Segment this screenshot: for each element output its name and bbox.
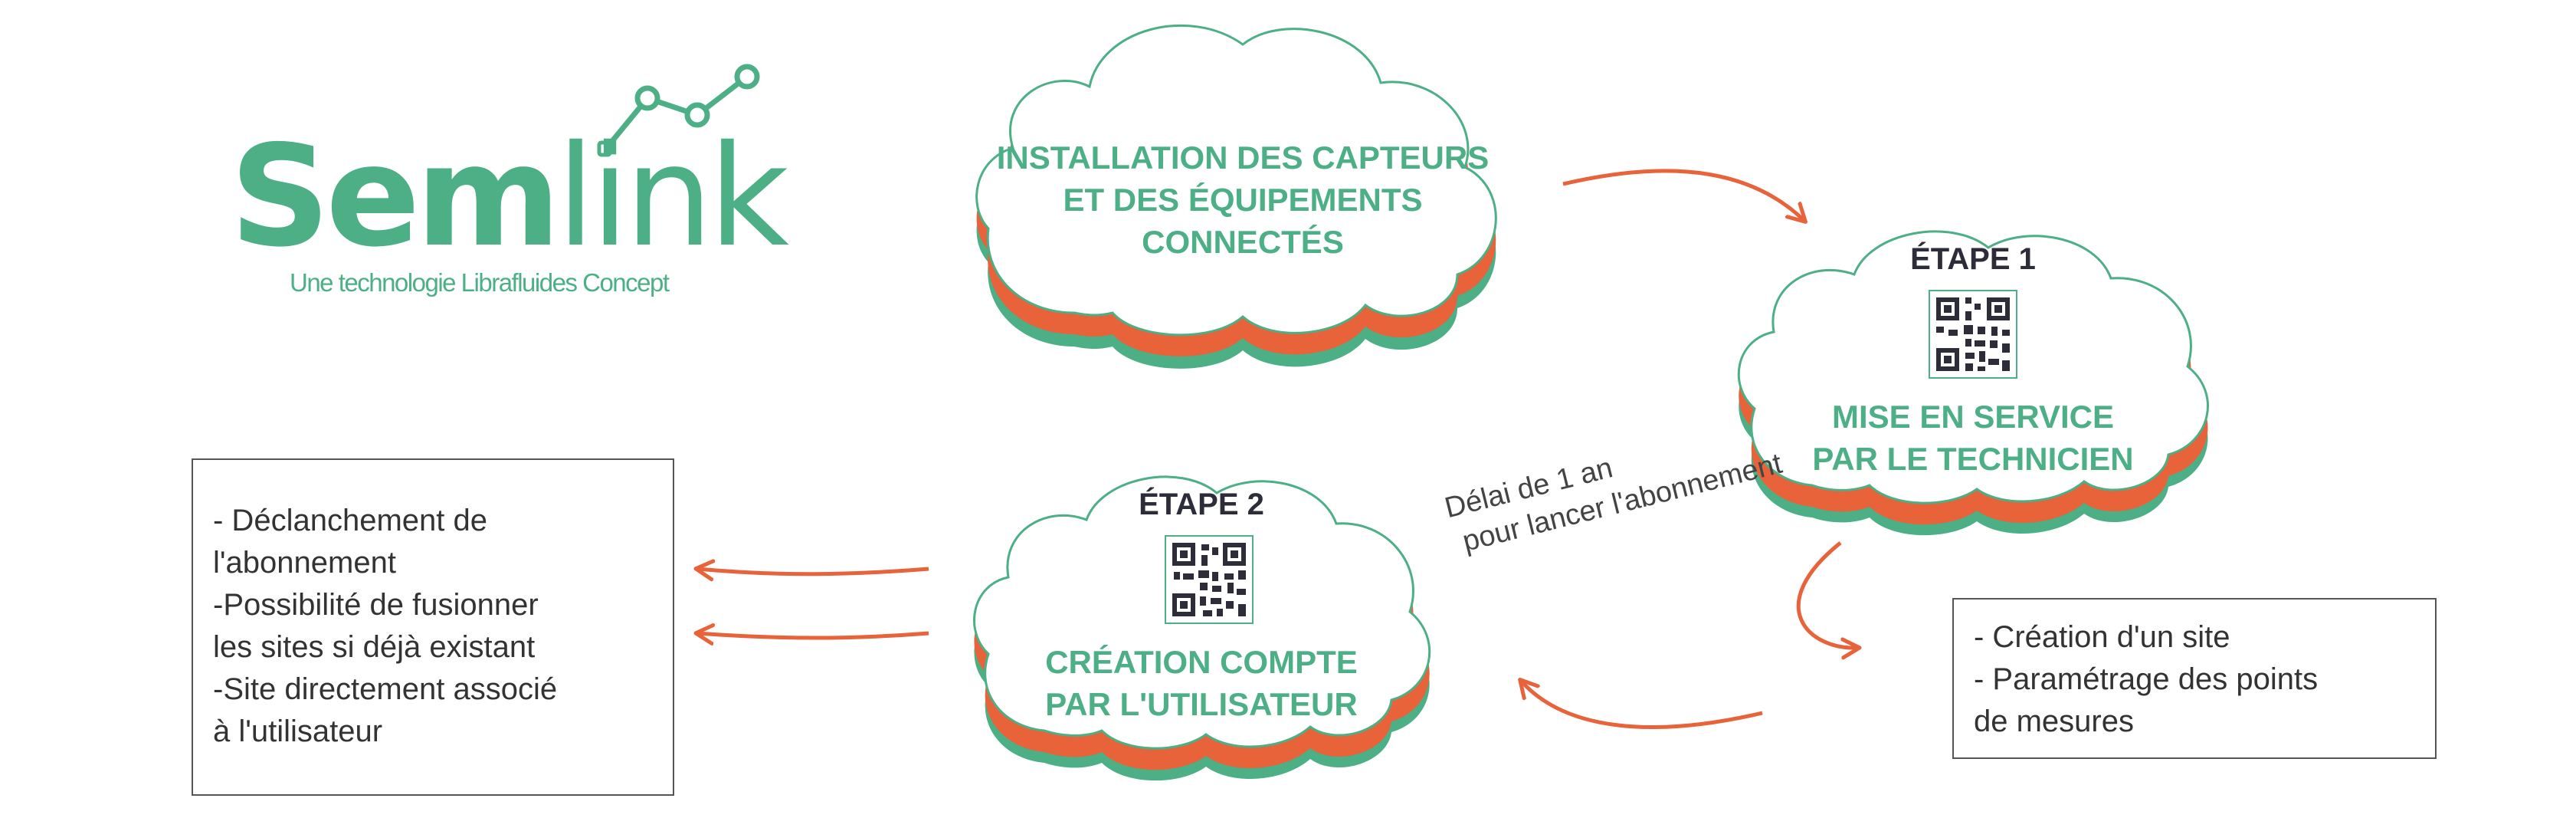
etape-2-text: CRÉATION COMPTE PAR L'UTILISATEUR [964, 641, 1439, 725]
note-left-line-2: l'abonnement [213, 546, 396, 580]
note-left-line-1: - Déclanchement de [213, 504, 487, 537]
logo-word-bold: Sem [230, 115, 561, 278]
arrow-etape1-to-right-note [1796, 541, 1858, 648]
etape-1-line-2: PAR LE TECHNICIEN [1812, 441, 2134, 477]
line-graph-icon [597, 64, 760, 157]
install-line-1: INSTALLATION DES CAPTEURS [996, 140, 1490, 176]
note-right-line-1: - Création d'un site [1974, 620, 2230, 654]
cloud-etape-1: ÉTAPE 1 MISE EN SERVICE PAR LE TECHNICIE… [1728, 213, 2218, 549]
logo-word-light: link [556, 115, 789, 278]
note-right-line-2: - Paramétrage des points [1974, 662, 2319, 696]
note-left-line-3: -Possibilité de fusionner [213, 588, 539, 622]
note-site-creation: - Création d'un site - Paramétrage des p… [1952, 598, 2437, 759]
arrow-etape2-to-left-note-1 [697, 569, 929, 574]
cloud-installation: INSTALLATION DES CAPTEURS ET DES ÉQUIPEM… [967, 14, 1519, 389]
etape-2-label: ÉTAPE 2 [1139, 488, 1264, 521]
cloud-shape [975, 24, 1497, 369]
arrow-right-to-etape2 [1521, 681, 1763, 729]
arrow-install-to-etape1 [1562, 169, 1804, 221]
install-line-2: ET DES ÉQUIPEMENTS [1063, 182, 1423, 218]
qr-code-icon [1929, 290, 2017, 379]
note-subscription: - Déclanchement de l'abonnement -Possibi… [192, 458, 674, 796]
note-left-line-6: à l'utilisateur [213, 715, 383, 748]
etape-2-line-1: CRÉATION COMPTE [1045, 644, 1358, 680]
install-line-3: CONNECTÉS [1142, 224, 1344, 260]
etape-2-line-2: PAR L'UTILISATEUR [1045, 686, 1358, 722]
semlink-logo: Semlink Une technologie Librafluides Con… [230, 61, 812, 314]
logo-tagline: Une technologie Librafluides Concept [290, 268, 670, 297]
logo-wordmark: Semlink [230, 126, 789, 266]
cloud-etape-2: ÉTAPE 2 CRÉATION COMPTE PAR L'UTILISATEU… [964, 458, 1439, 794]
note-left-line-4: les sites si déjà existant [213, 630, 536, 664]
note-left-line-5: -Site directement associé [213, 672, 558, 706]
note-right-line-3: de mesures [1974, 705, 2134, 738]
install-text: INSTALLATION DES CAPTEURS ET DES ÉQUIPEM… [967, 136, 1519, 263]
etape-1-text: MISE EN SERVICE PAR LE TECHNICIEN [1728, 396, 2218, 480]
qr-code-icon [1165, 535, 1254, 624]
arrow-etape2-to-left-note-2 [697, 633, 929, 638]
etape-1-line-1: MISE EN SERVICE [1832, 399, 2114, 435]
etape-1-label: ÉTAPE 1 [1910, 242, 2036, 276]
